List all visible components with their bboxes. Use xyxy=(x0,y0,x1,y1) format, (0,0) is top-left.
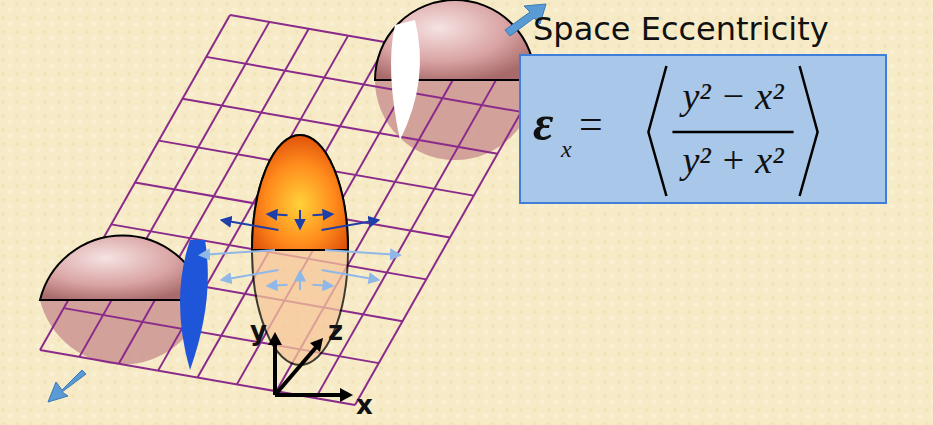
subscript: x xyxy=(561,136,572,163)
formula-box: εx = y² − x² y² + x² xyxy=(519,54,887,204)
equals-sign: = xyxy=(579,100,603,148)
formula-panel: εx = y² − x² y² + x² Space Eccentricity xyxy=(515,4,895,209)
denominator: y² + x² xyxy=(682,138,783,182)
axis-label: y xyxy=(250,318,267,344)
axis-label: z xyxy=(328,318,343,344)
epsilon-symbol: ε xyxy=(533,94,554,152)
numerator: y² − x² xyxy=(682,74,783,118)
panel-heading: Space Eccentricity xyxy=(533,10,829,48)
axis-label: x xyxy=(356,392,373,418)
